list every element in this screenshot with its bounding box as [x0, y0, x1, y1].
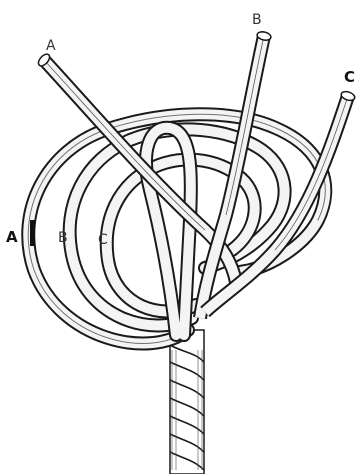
label-end-b: B	[252, 12, 262, 28]
twisted-rope-stem	[170, 330, 204, 474]
loop-a-shading	[30, 220, 35, 246]
label-loop-b: B	[58, 230, 68, 246]
label-loop-a: A	[6, 228, 18, 246]
label-loop-c: C	[98, 232, 108, 248]
label-end-c: C	[344, 68, 355, 86]
label-end-a: A	[46, 38, 56, 54]
strand-cut-ends	[36, 31, 356, 102]
